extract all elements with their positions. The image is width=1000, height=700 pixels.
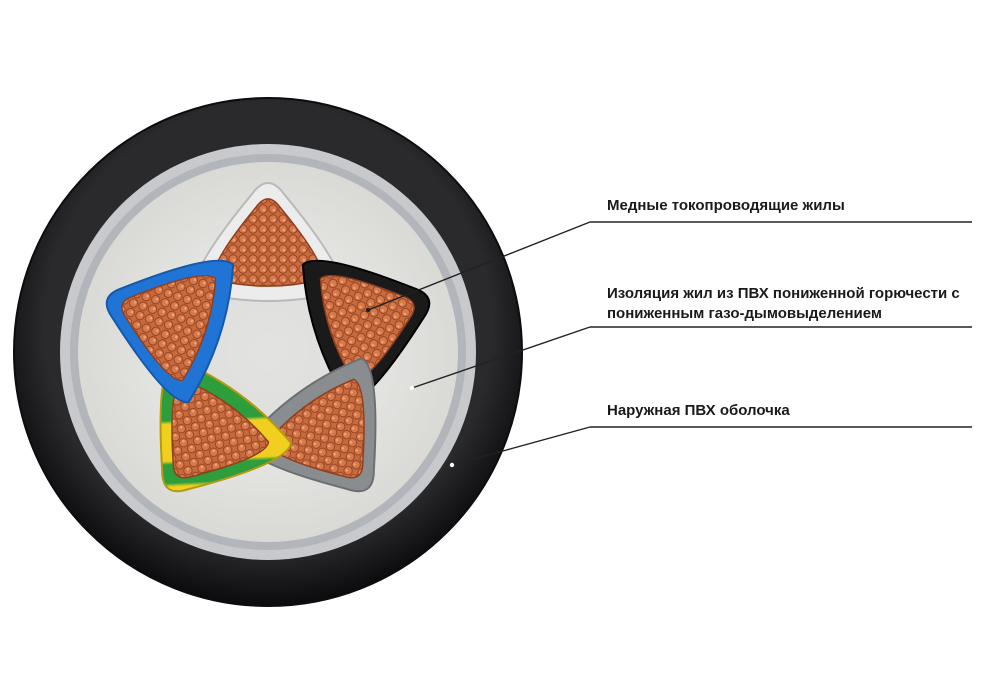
filler-texture: [198, 282, 338, 422]
leader-dot-conductors: [365, 307, 371, 313]
core-black-copper-conductor: [319, 275, 415, 382]
core-yellow-green-copper-conductor: [171, 378, 270, 479]
core-blue: [105, 259, 235, 403]
callout-insulation-line-2: пониженным газо-дымовыделением: [607, 305, 882, 322]
callout-conductors: Медные токопроводящие жилы: [607, 197, 845, 214]
core-blue-copper-conductor: [121, 275, 217, 382]
leader-line-conductors: [367, 221, 591, 311]
conductor-cores: [105, 182, 431, 493]
callout-insulation: Изоляция жил из ПВХ пониженной горючести…: [607, 284, 960, 324]
leader-dot-insulation: [409, 385, 415, 391]
leader-lines: [367, 221, 972, 466]
core-black: [301, 259, 431, 403]
core-white-copper-conductor: [213, 198, 323, 287]
leader-line-insulation: [411, 326, 591, 389]
core-gray-copper-conductor: [266, 378, 365, 479]
callout-insulation-line-1: Изоляция жил из ПВХ пониженной горючести…: [607, 285, 960, 302]
callout-sheath: Наружная ПВХ оболочка: [607, 402, 790, 419]
leader-line-sheath: [451, 426, 591, 466]
leader-dot-sheath: [449, 462, 455, 468]
